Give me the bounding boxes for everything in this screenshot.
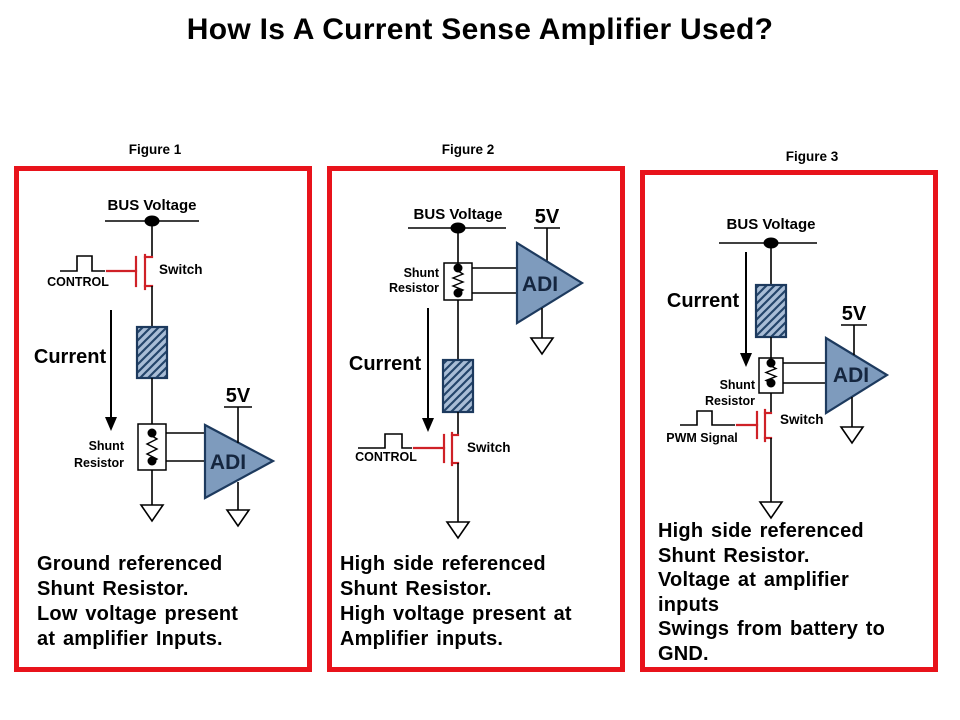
shunt-label-line1: Shunt <box>720 378 756 392</box>
amp-ground-icon <box>225 509 251 528</box>
shunt-label-line2: Resistor <box>389 281 439 295</box>
figure-2-circuit: BUS Voltage 5V Shunt Resistor ADI Cu <box>349 206 585 540</box>
shunt-resistor-icon <box>443 262 473 301</box>
mosfet-switch-icon <box>105 253 154 291</box>
control-label: CONTROL <box>355 450 417 464</box>
bus-voltage-label: BUS Voltage <box>108 197 197 214</box>
switch-ground-icon <box>445 521 471 540</box>
current-arrow-head <box>740 353 752 367</box>
shunt-label-line1: Shunt <box>89 439 125 453</box>
load-resistor-icon <box>135 325 169 380</box>
load-resistor-icon <box>441 358 475 414</box>
control-pulse-icon <box>358 433 412 449</box>
pwm-pulse-icon <box>680 410 735 426</box>
figure-3-circuit: BUS Voltage Current Shunt Resistor <box>666 216 890 520</box>
current-label: Current <box>667 290 740 312</box>
current-label: Current <box>34 346 107 368</box>
amp-ground-icon <box>529 337 555 356</box>
bus-voltage-label: BUS Voltage <box>414 206 503 223</box>
amplifier-triangle-icon <box>824 336 890 415</box>
figure-2-caption: High side referenced Shunt Resistor. Hig… <box>340 553 572 650</box>
shunt-label-line1: Shunt <box>404 266 440 280</box>
switch-label: Switch <box>780 412 824 427</box>
current-arrow-head <box>422 418 434 432</box>
page-title: How Is A Current Sense Amplifier Used? <box>186 13 774 46</box>
load-resistor-icon <box>754 283 788 339</box>
bus-voltage-label: BUS Voltage <box>727 216 816 233</box>
figure-3-label: Figure 3 <box>785 149 839 164</box>
figure-1-panel: BUS Voltage CONTROL Switch Current <box>14 166 312 672</box>
figure-3-panel: BUS Voltage Current Shunt Resistor <box>640 170 938 672</box>
supply-5v-label: 5V <box>226 385 251 407</box>
figure-1-label: Figure 1 <box>128 142 182 157</box>
supply-5v-label: 5V <box>535 206 560 228</box>
switch-label: Switch <box>159 262 203 277</box>
shunt-resistor-icon <box>137 423 167 471</box>
mosfet-switch-icon <box>412 431 460 467</box>
switch-label: Switch <box>467 440 511 455</box>
shunt-label-line2: Resistor <box>74 456 124 470</box>
mosfet-switch-icon <box>735 408 773 443</box>
amplifier-triangle-icon <box>515 241 585 325</box>
amp-label: ADI <box>522 273 558 296</box>
figure-1-caption: Ground referenced Shunt Resistor. Low vo… <box>37 553 239 650</box>
figure-2-label: Figure 2 <box>441 142 495 157</box>
control-pulse-icon <box>60 255 105 272</box>
current-arrow-head <box>105 417 117 431</box>
figure-3-caption: High side referenced Shunt Resistor. Vol… <box>658 520 886 665</box>
figure-1-circuit: BUS Voltage CONTROL Switch Current <box>34 197 276 528</box>
supply-5v-label: 5V <box>842 303 867 325</box>
amp-label: ADI <box>833 364 869 387</box>
shunt-resistor-icon <box>758 357 784 394</box>
amp-label: ADI <box>210 451 246 474</box>
shunt-label-line2: Resistor <box>705 394 755 408</box>
control-label: CONTROL <box>47 275 109 289</box>
switch-ground-icon <box>758 501 784 520</box>
pwm-signal-label: PWM Signal <box>666 431 738 445</box>
amplifier-triangle-icon <box>203 423 276 500</box>
shunt-ground-icon <box>139 504 165 523</box>
amp-ground-icon <box>839 426 865 445</box>
figure-2-panel: BUS Voltage 5V Shunt Resistor ADI Cu <box>327 166 625 672</box>
current-label: Current <box>349 353 422 375</box>
